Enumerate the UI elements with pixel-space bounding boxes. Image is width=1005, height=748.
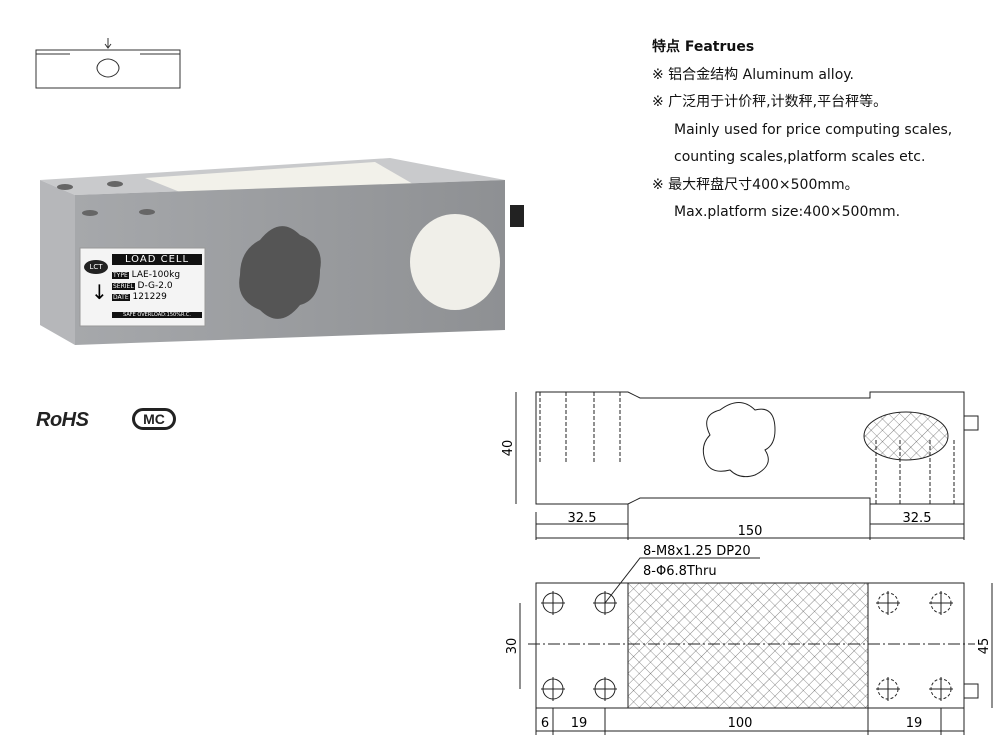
note-thru: 8-Φ6.8Thru xyxy=(643,564,717,579)
dim-height-40: 40 xyxy=(501,440,516,457)
dim-center-100: 100 xyxy=(728,716,753,731)
overload-note: SAFE OVERLOAD:150%R.C. xyxy=(112,312,202,318)
feature-item: Max.platform size:400×500mm. xyxy=(674,204,901,220)
down-arrow-icon: ↓ xyxy=(91,280,108,304)
product-label: LCT ↓ LOAD CELL TYPE LAE-100kg SERIEL D-… xyxy=(82,250,204,324)
label-heading: LOAD CELL xyxy=(112,254,202,265)
dim-left-19: 19 xyxy=(571,716,588,731)
dim-right-32-5: 32.5 xyxy=(903,511,932,526)
date-value: 121229 xyxy=(132,292,167,302)
feature-item: Mainly used for price computing scales, xyxy=(674,121,953,138)
feature-item: counting scales,platform scales etc. xyxy=(674,149,926,165)
rohs-logo: RoHS xyxy=(36,409,89,431)
feature-item: ※ 铝合金结构 Aluminum alloy. xyxy=(652,66,854,83)
dim-edge-6: 6 xyxy=(541,716,549,731)
side-view xyxy=(515,391,979,540)
dim-width-45: 45 xyxy=(977,638,992,655)
serial-key: SERIEL xyxy=(112,283,135,290)
dim-left-32-5: 32.5 xyxy=(568,511,597,526)
dim-spacing-30: 30 xyxy=(505,638,520,655)
dim-right-19: 19 xyxy=(906,716,923,731)
note-thread: 8-M8x1.25 DP20 xyxy=(643,544,751,559)
feature-item: ※ 广泛用于计价秤,计数秤,平台秤等。 xyxy=(652,94,888,110)
dim-length-150: 150 xyxy=(738,524,763,539)
date-key: DATE xyxy=(112,294,130,301)
brand-logo: LCT xyxy=(84,260,108,274)
feature-item: ※ 最大秤盘尺寸400×500mm。 xyxy=(652,176,859,193)
features-title: 特点 Featrues xyxy=(652,39,755,55)
serial-value: D-G-2.0 xyxy=(137,281,173,291)
schematic-thumbnail xyxy=(35,38,181,89)
mc-logo: MC xyxy=(132,408,176,430)
type-value: LAE-100kg xyxy=(131,270,181,280)
plan-view xyxy=(519,557,993,735)
features-section: 特点 Featrues ※ 铝合金结构 Aluminum alloy. ※ 广泛… xyxy=(652,34,952,227)
type-key: TYPE xyxy=(112,272,129,279)
